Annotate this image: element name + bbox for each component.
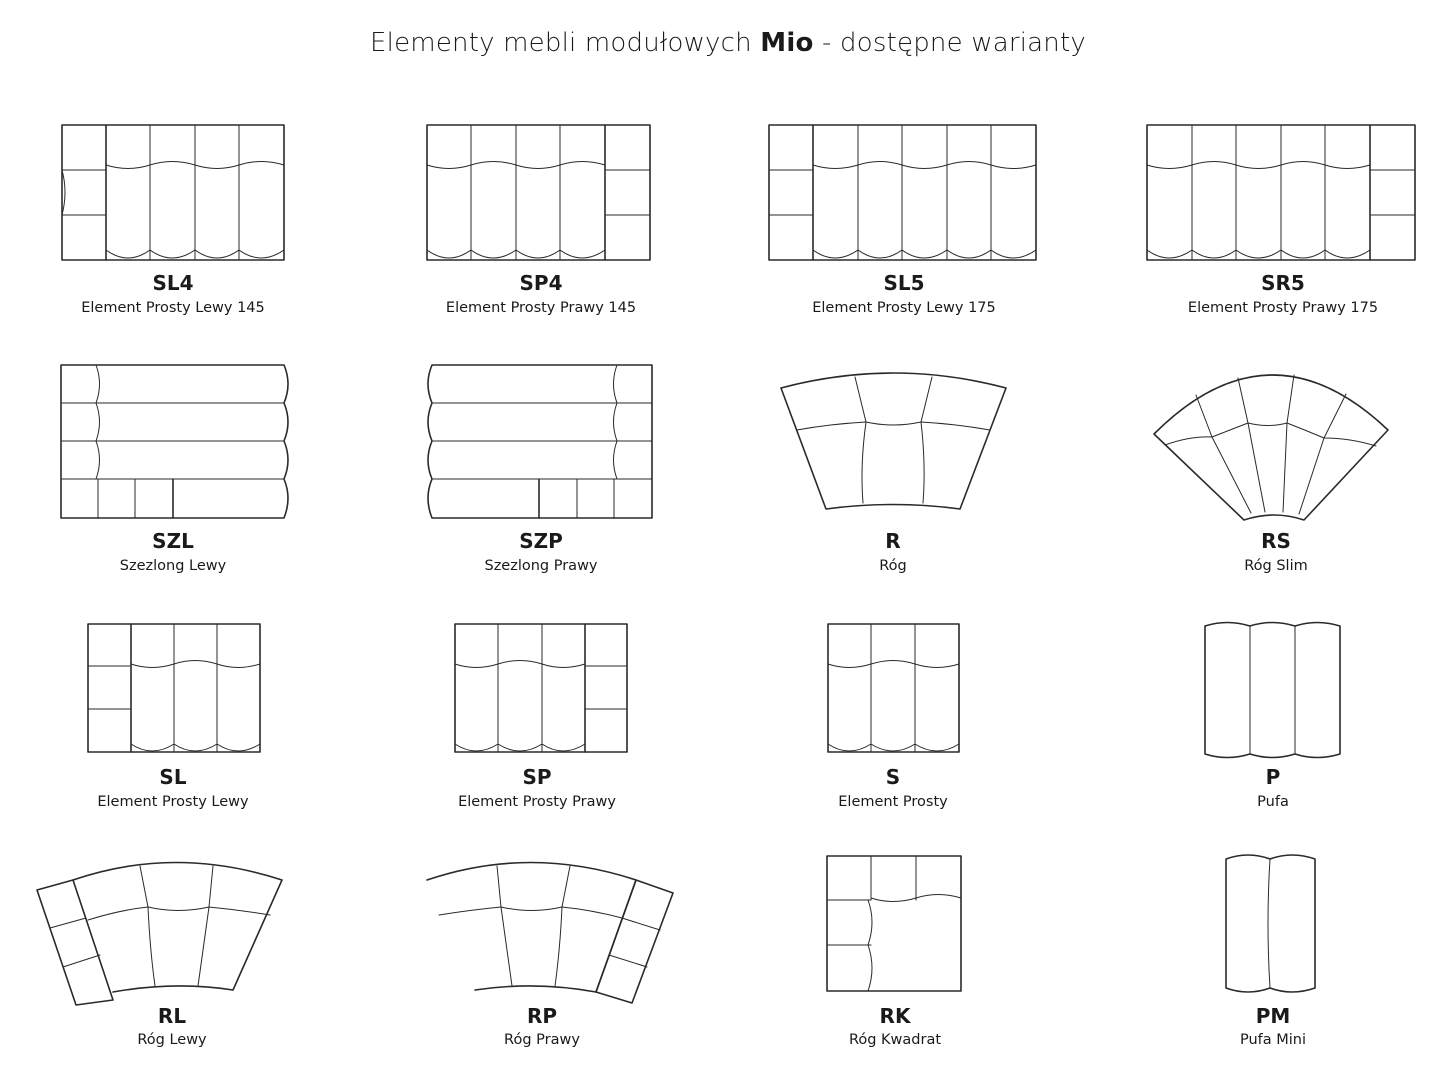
module-drawing-s <box>827 623 960 753</box>
module-drawing-p <box>1204 621 1341 759</box>
module-name-sl: Element Prosty Lewy <box>97 794 249 810</box>
module-code-rl: RL <box>157 1004 187 1028</box>
module-drawing-sp4 <box>426 124 651 261</box>
module-drawing-sr5 <box>1146 124 1416 261</box>
title-prefix: Elementy mebli modułowych <box>370 28 761 58</box>
module-code-s: S <box>885 765 901 789</box>
module-name-rl: Róg Lewy <box>137 1032 207 1048</box>
module-drawing-rp <box>426 861 674 1004</box>
module-name-p: Pufa <box>1257 794 1289 810</box>
module-code-r: R <box>885 529 901 553</box>
module-name-rk: Róg Kwadrat <box>848 1032 942 1048</box>
module-code-p: P <box>1265 765 1281 789</box>
module-code-rp: RP <box>526 1004 558 1028</box>
page-title: Elementy mebli modułowych Mio - dostępne… <box>0 28 1456 58</box>
module-drawing-sp <box>454 623 628 753</box>
module-name-rp: Róg Prawy <box>504 1032 580 1048</box>
module-drawing-pm <box>1225 854 1316 993</box>
module-code-sr5: SR5 <box>1261 271 1305 295</box>
module-name-sp4: Element Prosty Prawy 145 <box>445 300 637 316</box>
module-code-szl: SZL <box>152 529 194 553</box>
module-code-szp: SZP <box>519 529 563 553</box>
module-name-r: Róg <box>879 558 907 574</box>
module-drawing-rk <box>826 855 962 992</box>
module-code-sp: SP <box>522 765 552 789</box>
module-code-sl5: SL5 <box>883 271 925 295</box>
module-code-pm: PM <box>1255 1004 1291 1028</box>
module-code-rk: RK <box>879 1004 911 1028</box>
module-name-sl4: Element Prosty Lewy 145 <box>81 300 265 316</box>
module-name-pm: Pufa Mini <box>1239 1032 1307 1048</box>
module-drawing-r <box>780 372 1007 510</box>
module-name-sp: Element Prosty Prawy <box>458 794 616 810</box>
module-code-sl: SL <box>159 765 187 789</box>
module-drawing-sl5 <box>768 124 1037 261</box>
module-drawing-sl <box>87 623 261 753</box>
module-drawing-rl <box>36 861 283 1006</box>
module-drawing-sl4 <box>61 124 285 261</box>
module-name-rs: Róg Slim <box>1244 558 1308 574</box>
module-name-szp: Szezlong Prawy <box>484 558 598 574</box>
module-name-sr5: Element Prosty Prawy 175 <box>1187 300 1379 316</box>
module-drawing-szp <box>427 364 653 519</box>
module-name-szl: Szezlong Lewy <box>119 558 227 574</box>
module-drawing-rs <box>1153 374 1389 521</box>
title-brand: Mio <box>760 28 814 58</box>
module-name-sl5: Element Prosty Lewy 175 <box>812 300 996 316</box>
module-code-sl4: SL4 <box>152 271 194 295</box>
module-code-rs: RS <box>1261 529 1291 553</box>
title-suffix: - dostępne warianty <box>813 28 1086 58</box>
module-name-s: Element Prosty <box>838 794 948 810</box>
module-drawing-szl <box>60 364 289 519</box>
module-code-sp4: SP4 <box>519 271 563 295</box>
